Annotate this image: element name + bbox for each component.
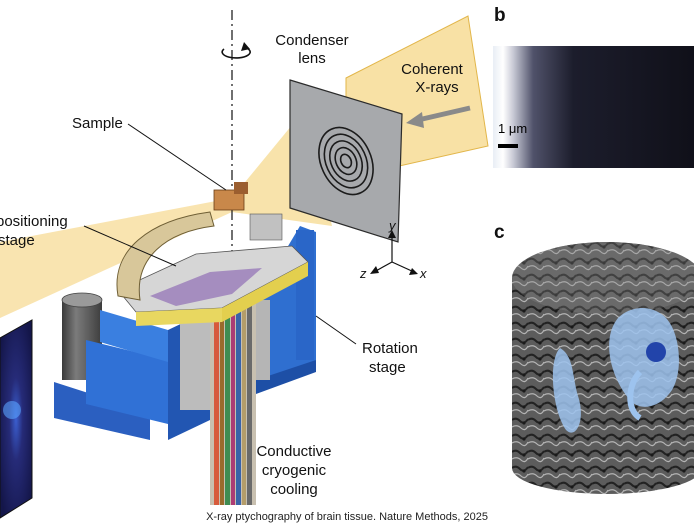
rotation-label-2: stage <box>369 359 406 376</box>
condenser-label-1: Condenser <box>275 32 348 49</box>
sample-label: Sample <box>72 115 123 132</box>
axis-x-label: x <box>419 266 427 281</box>
cooling-label-3: cooling <box>270 481 318 498</box>
sample-leader-line <box>127 123 227 191</box>
positioning-leader-line <box>83 225 177 267</box>
stage-top-deck <box>117 245 309 326</box>
rotation-leader-line <box>315 315 357 345</box>
beam-direction-arrowhead <box>406 112 424 128</box>
coordinate-axes <box>370 230 418 275</box>
condenser-label-2: lens <box>298 50 326 67</box>
rotation-label-1: Rotation <box>362 340 418 357</box>
cooling-label-1: Conductive <box>256 443 331 460</box>
beam-direction-arrow <box>417 105 471 123</box>
sample-holder <box>213 189 245 211</box>
axis-y-label: y <box>388 218 397 233</box>
diffraction-pattern <box>3 401 21 419</box>
rotation-arrow-icon <box>221 46 251 59</box>
stage-motor-block <box>249 213 283 241</box>
axis-z-label: z <box>359 266 367 281</box>
cryo-cooling-column <box>210 300 256 505</box>
scale-bar-label: 1 μm <box>498 121 527 136</box>
panel-c-tissue-cylinder <box>512 242 694 494</box>
positioning-stage-arc <box>116 211 215 301</box>
panel-c-label: c <box>494 222 505 243</box>
coherent-label-2: X-rays <box>415 79 458 96</box>
rotation-stage <box>54 226 316 440</box>
cooling-label-2: cryogenic <box>262 462 327 479</box>
holder-block <box>234 182 248 194</box>
zone-plate-rings <box>318 126 374 196</box>
rotation-arrowhead-icon <box>241 42 250 51</box>
scale-bar <box>498 144 518 148</box>
panel-b-image <box>493 46 694 168</box>
positioning-label-1: positioning <box>0 213 68 230</box>
caption: X-ray ptychography of brain tissue. Natu… <box>206 511 488 523</box>
coherent-label-1: Coherent <box>401 61 464 78</box>
positioning-label-2: stage <box>0 232 35 249</box>
detector-panel <box>0 319 33 519</box>
panel-b-label: b <box>494 5 506 26</box>
condenser-lens-plate <box>289 79 403 243</box>
